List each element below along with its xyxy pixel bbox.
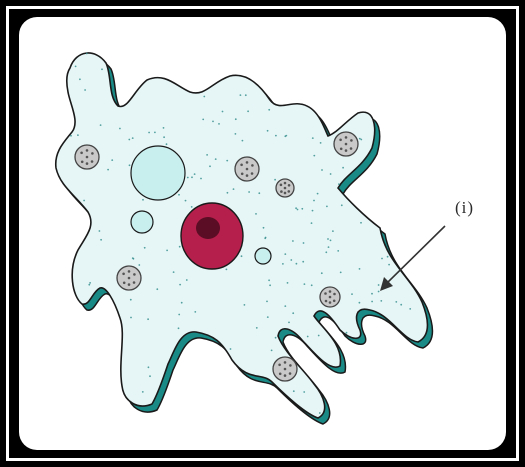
- large-vacuole: [131, 146, 185, 200]
- food-vacuole: [273, 357, 297, 381]
- label-i: (i): [455, 198, 474, 218]
- nucleolus: [196, 217, 220, 239]
- food-vacuole: [235, 157, 259, 181]
- food-vacuole: [276, 179, 294, 197]
- food-vacuole: [75, 145, 99, 169]
- food-vacuole: [320, 287, 340, 307]
- food-vacuole: [334, 132, 358, 156]
- tiny-vacuole: [255, 248, 271, 264]
- small-vacuole: [131, 211, 153, 233]
- food-vacuole: [117, 266, 141, 290]
